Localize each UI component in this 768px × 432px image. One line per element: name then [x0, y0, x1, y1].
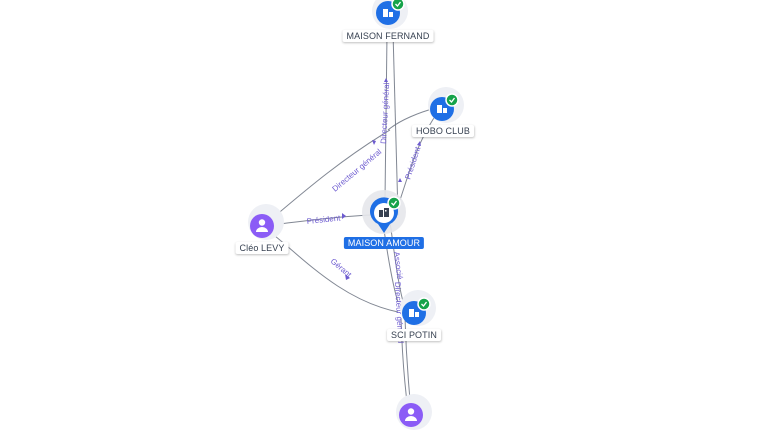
arrow-icon: [398, 178, 402, 182]
edge-label-levy-potin: Gérant: [329, 257, 354, 280]
node-label-cleo-levy[interactable]: Cléo LEVY: [235, 242, 289, 254]
edge-label-amour-potin: Associé: [392, 251, 404, 280]
node-cleo-levy[interactable]: [248, 204, 284, 240]
node-bottom-person[interactable]: [396, 394, 432, 430]
edge-amour-hobo[interactable]: [399, 111, 439, 201]
building-icon: [409, 309, 419, 317]
person-icon: [256, 219, 268, 232]
node-label-maison-amour[interactable]: MAISON AMOUR: [343, 237, 425, 249]
arrow-icon: [372, 140, 376, 145]
edge-label-amour-hobo: Président: [403, 145, 422, 181]
edge-label-levy-fernand: Directeur général: [331, 147, 384, 193]
verified-check-icon: [417, 297, 431, 311]
node-label-hobo-club[interactable]: HOBO CLUB: [412, 125, 474, 137]
edge-amour-fernand[interactable]: [384, 33, 388, 201]
arrow-icon: [345, 274, 350, 280]
node-label-maison-fernand[interactable]: MAISON FERNAND: [342, 30, 434, 42]
edge-levy-potin[interactable]: [269, 231, 399, 313]
node-label-sci-potin[interactable]: SCI POTIN: [387, 329, 441, 341]
edge-label-potin-bottom: Directeur général: [393, 282, 405, 344]
person-icon: [405, 408, 417, 421]
edge-label-levy-amour: Président: [306, 213, 341, 226]
arrow-icon: [417, 141, 421, 146]
arrow-icon: [342, 213, 346, 219]
arrow-icon: [384, 78, 388, 82]
building-icon: [379, 208, 389, 217]
node-hobo-club[interactable]: [428, 87, 464, 123]
node-maison-amour[interactable]: [362, 190, 406, 234]
node-maison-fernand[interactable]: [372, 0, 408, 29]
edge-label-amour-fernand: Directeur général: [379, 82, 391, 144]
edge-amour-fernand-2: [392, 31, 399, 216]
building-icon: [437, 105, 447, 113]
node-sci-potin[interactable]: [400, 290, 436, 326]
edges: [267, 31, 439, 411]
building-icon: [383, 9, 393, 17]
verified-check-icon: [445, 93, 459, 107]
verified-check-icon: [387, 196, 401, 210]
